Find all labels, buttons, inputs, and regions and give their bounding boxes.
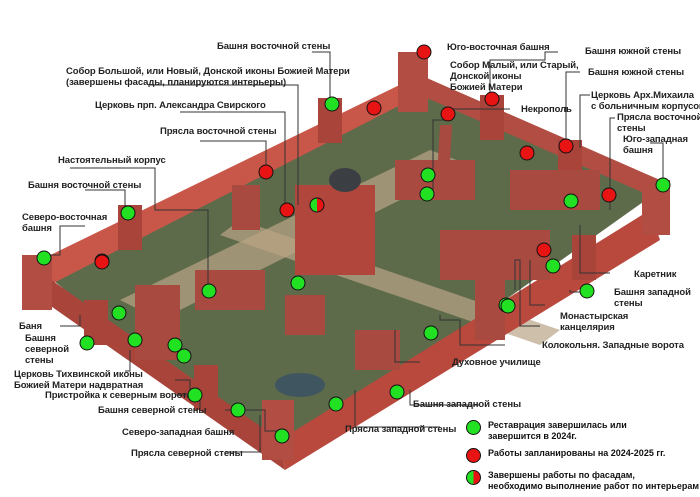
status-marker[interactable] [258, 164, 274, 180]
bell-tower [475, 255, 505, 340]
status-marker[interactable] [36, 250, 52, 266]
label-kolokolnya: Колокольня. Западные ворота [542, 340, 684, 351]
label-bashnya-yuzhnoy-1: Башня южной стены [588, 67, 685, 78]
church-svirsky [232, 185, 260, 230]
status-marker[interactable] [324, 96, 340, 112]
status-marker[interactable] [290, 275, 306, 291]
legend-item-partial: Завершены работы по фасадам, необходимо … [466, 470, 699, 492]
label-kantselyariya: Монастырская канцелярия [560, 311, 629, 333]
status-marker[interactable] [519, 145, 535, 161]
label-prysla-zapadnoy: Прясла западной стены [345, 424, 457, 435]
status-marker[interactable] [545, 258, 561, 274]
status-marker[interactable] [167, 337, 183, 353]
status-marker[interactable] [500, 298, 516, 314]
label-bashnya-severnoy-1: Башня северной стены [25, 333, 69, 366]
label-severo-zapadnaya: Северо-западная башня [122, 427, 235, 438]
label-bashnya-zapadnoy-1: Башня западной стены [413, 399, 521, 410]
label-yugo-vostochnaya: Юго-восточная башня [447, 42, 550, 53]
status-marker[interactable] [328, 396, 344, 412]
building [355, 330, 400, 370]
status-marker[interactable] [201, 283, 217, 299]
legend-item-completed: Реставрация завершилась или завершится в… [466, 420, 627, 442]
label-bashnya-severnoy-2: Башня северной стены [98, 405, 207, 416]
label-severo-vostochnaya: Северо-восточная башня [22, 212, 108, 234]
wall-west [280, 210, 660, 470]
red-dot-icon [466, 448, 481, 463]
status-marker[interactable] [94, 254, 110, 270]
building [285, 295, 325, 335]
status-marker[interactable] [563, 193, 579, 209]
label-sobor-bolshoy: Собор Большой, или Новый, Донской иконы … [66, 66, 350, 88]
status-marker[interactable] [187, 387, 203, 403]
label-nekropol: Некрополь [521, 104, 572, 115]
label-yugo-zapadnaya: Юго-западная башня [623, 134, 688, 156]
status-marker[interactable] [366, 100, 382, 116]
label-banya: Баня [19, 321, 42, 332]
status-marker[interactable] [601, 187, 617, 203]
status-marker[interactable] [127, 332, 143, 348]
status-marker[interactable] [423, 325, 439, 341]
legend-text: Реставрация завершилась или завершится в… [488, 420, 627, 441]
label-pristroyka: Пристройка к северным воротам [45, 390, 199, 401]
status-marker[interactable] [309, 197, 325, 213]
building [510, 170, 600, 210]
bell-tower-small [436, 125, 452, 195]
legend-text: Работы запланированы на 2024-2025 гг. [488, 448, 666, 458]
label-tserkov-mikhaila: Церковь Арх.Михаила с больничным корпусо… [591, 90, 700, 112]
status-marker[interactable] [419, 186, 435, 202]
status-marker[interactable] [440, 106, 456, 122]
label-prysla-vostochnoy-2: Прясла восточной стены [617, 112, 700, 134]
status-marker[interactable] [558, 138, 574, 154]
status-marker[interactable] [536, 242, 552, 258]
label-bashnya-vostochnoy-1: Башня восточной стены [217, 41, 331, 52]
label-tserkov-svirskogo: Церковь прп. Александра Свирского [95, 100, 266, 111]
status-marker[interactable] [389, 384, 405, 400]
status-marker[interactable] [120, 205, 136, 221]
status-marker[interactable] [416, 44, 432, 60]
cathedral-big [295, 185, 375, 275]
status-marker[interactable] [655, 177, 671, 193]
status-marker[interactable] [79, 335, 95, 351]
label-prysla-severnoy: Прясла северной стены [131, 448, 243, 459]
status-marker[interactable] [484, 91, 500, 107]
label-karetnik: Каретник [634, 269, 677, 280]
status-marker[interactable] [279, 202, 295, 218]
label-nastoyatelsky: Настоятельный корпус [58, 155, 166, 166]
label-sobor-maly: Собор Малый, или Старый, Донской иконы Б… [450, 60, 579, 93]
tower [398, 52, 428, 112]
green-dot-icon [466, 420, 481, 435]
label-prysla-vostochnoy-1: Прясла восточной стены [160, 126, 277, 137]
status-marker[interactable] [230, 402, 246, 418]
label-bashnya-yuzhnoy-2: Башня южной стены [585, 46, 682, 57]
status-marker[interactable] [274, 428, 290, 444]
status-marker[interactable] [111, 305, 127, 321]
label-dukhovnoe: Духовное училище [452, 357, 541, 368]
building [395, 160, 475, 200]
label-tserkov-tikhvinskoy: Церковь Тихвинской иконы Божией Матери н… [14, 369, 144, 391]
label-bashnya-zapadnoy-2: Башня западной стены [614, 287, 691, 309]
pond [275, 373, 325, 397]
status-marker[interactable] [176, 348, 192, 364]
label-bashnya-vostochnoy-2: Башня восточной стены [28, 180, 142, 191]
half-green-red-dot-icon [466, 470, 481, 485]
status-marker[interactable] [579, 283, 595, 299]
cathedral-dome [329, 168, 361, 192]
legend-item-planned: Работы запланированы на 2024-2025 гг. [466, 448, 665, 463]
legend-text: Завершены работы по фасадам, необходимо … [488, 470, 700, 491]
status-marker[interactable] [420, 167, 436, 183]
